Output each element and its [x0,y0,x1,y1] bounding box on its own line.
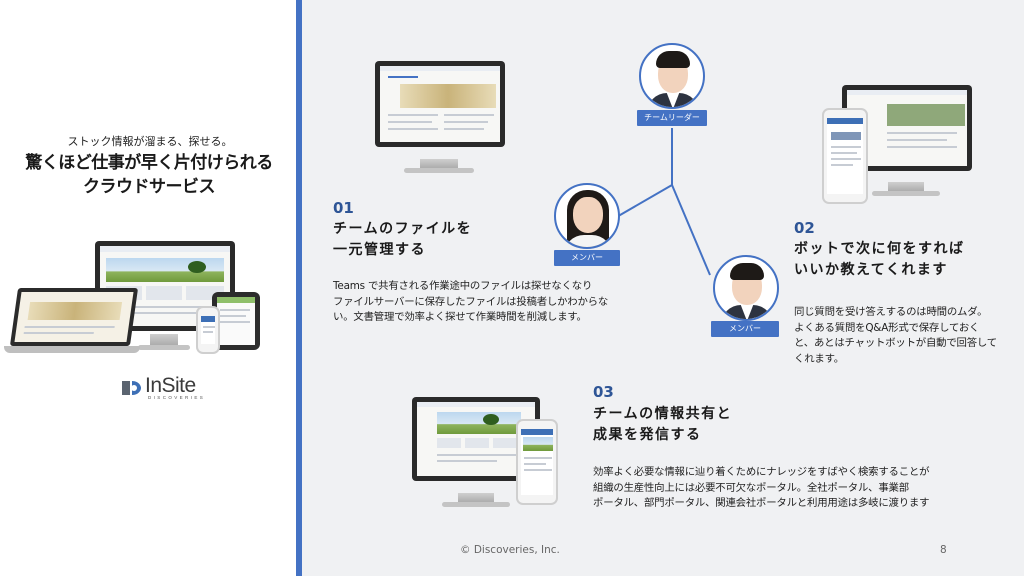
section-01-number: 01 [333,199,354,217]
logo-subtext: DISCOVERIES [148,395,206,400]
headline-line-2: クラウドサービス [83,177,216,197]
tagline: ストック情報が溜まる、探せる。 [67,135,233,148]
team-leader-label: チームリーダー [637,110,707,126]
section-03-title: チームの情報共有と 成果を発信する [593,404,732,446]
smartphone [196,306,220,354]
member-left-label: メンバー [554,250,620,266]
insite-logo: InSite DISCOVERIES [120,374,210,402]
vertical-divider [296,0,302,576]
section-03-body: 効率よく必要な情報に辿り着くためにナレッジをすばやく検索することが 組織の生産性… [593,465,1013,512]
team-leader-avatar [639,43,705,109]
logo-name: InSite [145,374,196,397]
section-03-body-line-1: 効率よく必要な情報に辿り着くためにナレッジをすばやく検索することが [593,466,930,478]
member-left-avatar [554,183,620,249]
tablet [212,292,260,350]
page-number: 8 [940,544,947,556]
headline: 驚くほど仕事が早く片付けられる クラウドサービス [14,151,284,199]
section-02-title-line-1: ボットで次に何をすれば [794,241,965,257]
section-01-body-line-1: Teams で共有される作業途中のファイルは探せなくなり [333,280,593,292]
section-02-body-line-3: と、あとはチャットボットが自動で回答して [794,337,997,349]
section-01-body: Teams で共有される作業途中のファイルは探せなくなり ファイルサーバーに保存… [333,279,623,326]
section-03-title-line-2: 成果を発信する [593,427,702,443]
section-01-body-line-2: ファイルサーバーに保存したファイルは投稿者しかわからな [333,295,609,308]
section-03-body-line-3: ポータル、部門ポータル、関連会社ポータルと利用用途は多岐に渡ります [593,497,930,509]
section-02-title-line-2: いいか教えてくれます [794,262,948,278]
section-01-body-line-3: い。文書管理で効率よく探せて作業時間を削減します。 [333,311,587,323]
section-02-body: 同じ質問を受け答えするのは時間のムダ。 よくある質問をQ&A形式で保存しておく … [794,305,1016,367]
copyright: © Discoveries, Inc. [460,544,560,556]
section-02-title: ボットで次に何をすれば いいか教えてくれます [794,239,965,281]
section-02-body-line-4: くれます。 [794,352,844,365]
section-01-title-line-2: 一元管理する [333,242,426,258]
section-01-title-line-1: チームのファイルを [333,221,473,237]
left-panel: ストック情報が溜まる、探せる。 驚くほど仕事が早く片付けられる クラウドサービス [0,0,296,576]
headline-line-1: 驚くほど仕事が早く片付けられる [25,153,273,173]
section-03-body-line-2: 組織の生産性向上には必要不可欠なポータル。全社ポータル、事業部 [593,481,909,494]
section-02-number: 02 [794,219,815,237]
section-02-body-line-1: 同じ質問を受け答えするのは時間のムダ。 [794,306,988,318]
member-right-avatar [713,255,779,321]
section-03-number: 03 [593,383,614,401]
insite-logo-mark-icon [120,377,142,399]
section-03-title-line-1: チームの情報共有と [593,406,733,422]
section-02-body-line-2: よくある質問をQ&A形式で保存しておく [794,321,980,334]
section-01-title: チームのファイルを 一元管理する [333,219,472,261]
member-right-label: メンバー [711,321,779,337]
